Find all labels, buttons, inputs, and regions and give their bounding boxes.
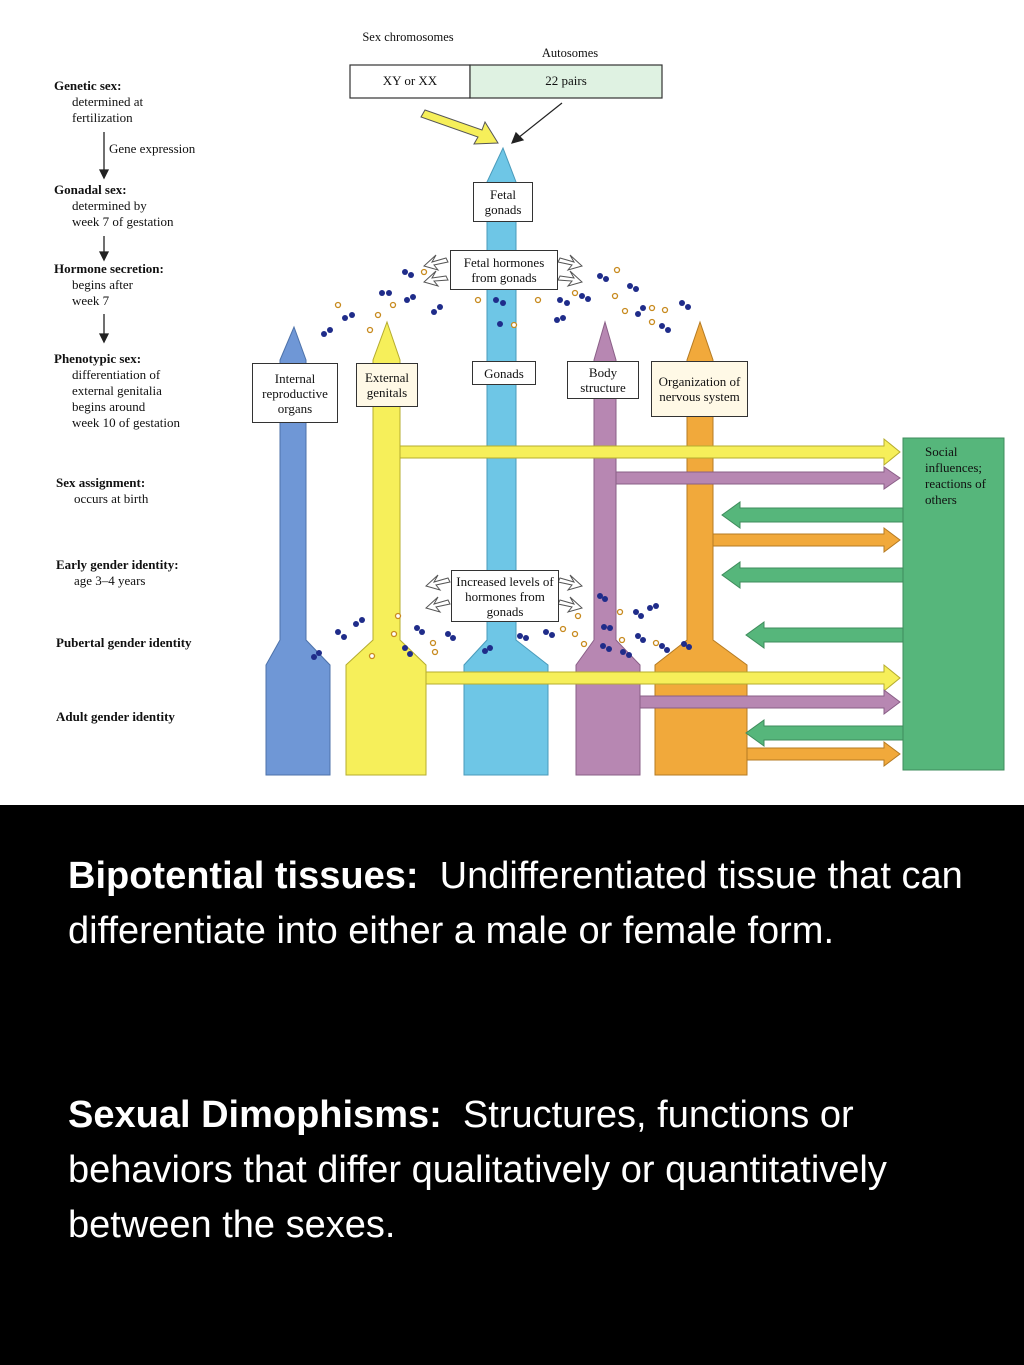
stage-phenotypic-sex: Phenotypic sex: differentiation of exter… [54, 351, 254, 431]
definition-text: Undifferentiated tissue that can differe… [68, 855, 963, 952]
definitions-panel: Bipotential tissues: Undifferentiated ti… [0, 805, 1024, 1365]
stage-pubertal-gender-identity: Pubertal gender identity [56, 635, 256, 651]
social-influences-label: Social influences; reactions of others [925, 444, 987, 507]
fetal-hormones-box: Fetal hormones from gonads [450, 250, 558, 290]
social-panel [902, 437, 1005, 771]
xy-box-label: XY or XX [382, 73, 438, 88]
gonads-label: Gonads [472, 361, 536, 385]
stage-line: occurs at birth [74, 491, 149, 506]
definition-dimorphisms: Sexual Dimophisms: Structures, functions… [68, 1088, 978, 1253]
social-interaction-arrows [399, 437, 904, 767]
stage-line: determined at [72, 94, 144, 109]
stage-line: external genitalia [72, 383, 162, 398]
external-genitals-label: External genitals [356, 363, 418, 407]
column-gonads [463, 146, 549, 776]
definition-term: Bipotential tissues: [68, 855, 419, 897]
stage-line: week 10 of gestation [72, 415, 180, 430]
sexual-differentiation-diagram: Sex chromosomes Autosomes XY or XX 22 pa… [0, 0, 1024, 805]
definition-bipotential: Bipotential tissues: Undifferentiated ti… [68, 849, 978, 959]
stage-line: fertilization [72, 110, 133, 125]
stage-head: Pubertal gender identity [56, 635, 192, 650]
stage-line: week 7 [72, 293, 110, 308]
column-external-genitals [345, 320, 427, 776]
stage-line: begins after [72, 277, 134, 292]
pairs-box-label: 22 pairs [545, 73, 587, 88]
pairs-box-rect [469, 64, 663, 99]
stage-line: determined by [72, 198, 147, 213]
stage-adult-gender-identity: Adult gender identity [56, 709, 256, 725]
stage-sex-assignment: Sex assignment: occurs at birth [56, 475, 256, 507]
column-internal-organs [265, 325, 331, 776]
xy-to-gonads-arrow [420, 109, 499, 145]
stage-head: Phenotypic sex: [54, 351, 142, 366]
stage-head: Hormone secretion: [54, 261, 164, 276]
stage-hormone-secretion: Hormone secretion: begins after week 7 [54, 261, 254, 309]
stage-head: Adult gender identity [56, 709, 175, 724]
nervous-system-label: Organization of nervous system [651, 361, 748, 417]
stage-head: Genetic sex: [54, 78, 122, 93]
hormone-molecules [311, 269, 692, 660]
definition-term: Sexual Dimophisms: [68, 1094, 442, 1136]
stage-line: differentiation of [72, 367, 161, 382]
hormone-small-molecules [334, 266, 669, 660]
fetal-gonads-box: Fetal gonads [473, 182, 533, 222]
stage-early-gender-identity: Early gender identity: age 3–4 years [56, 557, 256, 589]
stage-line: age 3–4 years [74, 573, 146, 588]
stage-head: Early gender identity: [56, 557, 179, 572]
stage-head: Gonadal sex: [54, 182, 127, 197]
definition-text: Structures, functions or behaviors that … [68, 1094, 887, 1246]
stage-genetic-sex: Genetic sex: determined at fertilization [54, 78, 254, 126]
autosomes-arrow [510, 102, 563, 144]
gene-expression-label: Gene expression [109, 141, 196, 156]
stage-line: begins around [72, 399, 146, 414]
column-nervous-system [654, 320, 748, 776]
stage-head: Sex assignment: [56, 475, 146, 490]
stage-line: week 7 of gestation [72, 214, 174, 229]
stage-timeline-arrows [98, 132, 110, 344]
body-structure-label: Body structure [567, 361, 639, 399]
stage-gonadal-sex: Gonadal sex: determined by week 7 of ges… [54, 182, 254, 230]
sex-chromosomes-label: Sex chromosomes [362, 30, 454, 44]
diagram-graphics [98, 64, 1005, 776]
autosomes-label: Autosomes [541, 46, 599, 60]
hormone-release-arrows [423, 254, 583, 613]
column-body-structure [575, 320, 641, 776]
increased-hormones-box: Increased levels of hormones from gonads [451, 570, 559, 622]
internal-organs-label: Internal reproductive organs [252, 363, 338, 423]
